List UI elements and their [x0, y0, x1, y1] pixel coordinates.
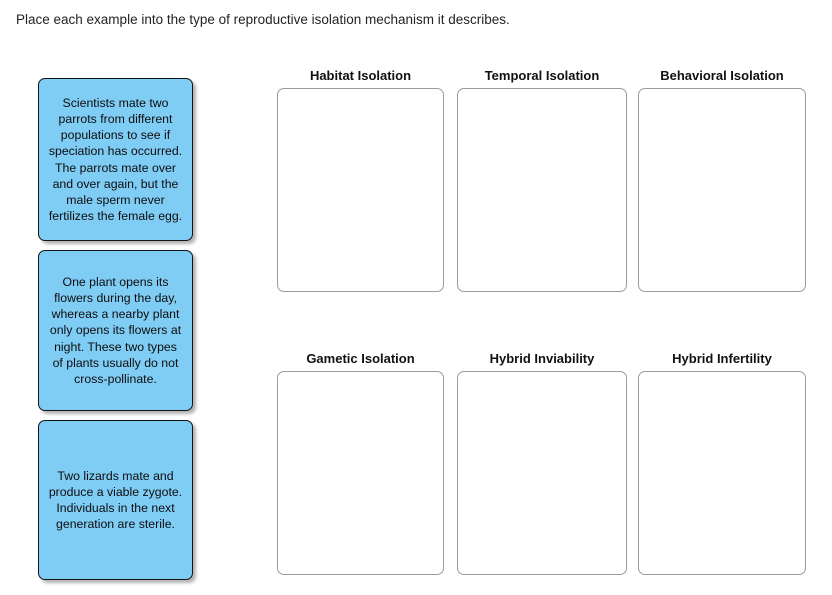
dropzone-group-hybrid-inviability: Hybrid Inviability [457, 351, 627, 575]
dropzone-label-habitat-isolation: Habitat Isolation [309, 68, 412, 83]
dropzone-label-gametic-isolation: Gametic Isolation [306, 351, 415, 366]
dropzone-temporal-isolation[interactable] [457, 88, 627, 292]
card-text: Scientists mate two parrots from differe… [48, 95, 183, 224]
dropzone-group-hybrid-infertility: Hybrid Infertility [638, 351, 806, 575]
dropzone-habitat-isolation[interactable] [277, 88, 444, 292]
draggable-card-lizards[interactable]: Two lizards mate and produce a viable zy… [38, 420, 193, 580]
dropzone-label-temporal-isolation: Temporal Isolation [484, 68, 600, 83]
dropzone-group-temporal-isolation: Temporal Isolation [457, 68, 627, 292]
instruction-prompt: Place each example into the type of repr… [16, 12, 510, 27]
dropzone-hybrid-infertility[interactable] [638, 371, 806, 575]
dropzone-hybrid-inviability[interactable] [457, 371, 627, 575]
dropzone-behavioral-isolation[interactable] [638, 88, 806, 292]
draggable-card-parrots[interactable]: Scientists mate two parrots from differe… [38, 78, 193, 241]
dropzone-group-gametic-isolation: Gametic Isolation [277, 351, 444, 575]
dropzone-label-behavioral-isolation: Behavioral Isolation [660, 68, 784, 83]
card-text: Two lizards mate and produce a viable zy… [48, 468, 183, 532]
dropzone-gametic-isolation[interactable] [277, 371, 444, 575]
dropzone-label-hybrid-inviability: Hybrid Inviability [489, 351, 595, 366]
draggable-card-plants[interactable]: One plant opens its flowers during the d… [38, 250, 193, 411]
dropzone-group-habitat-isolation: Habitat Isolation [277, 68, 444, 292]
dropzone-group-behavioral-isolation: Behavioral Isolation [638, 68, 806, 292]
dropzone-label-hybrid-infertility: Hybrid Infertility [672, 351, 772, 366]
card-text: One plant opens its flowers during the d… [49, 274, 182, 386]
